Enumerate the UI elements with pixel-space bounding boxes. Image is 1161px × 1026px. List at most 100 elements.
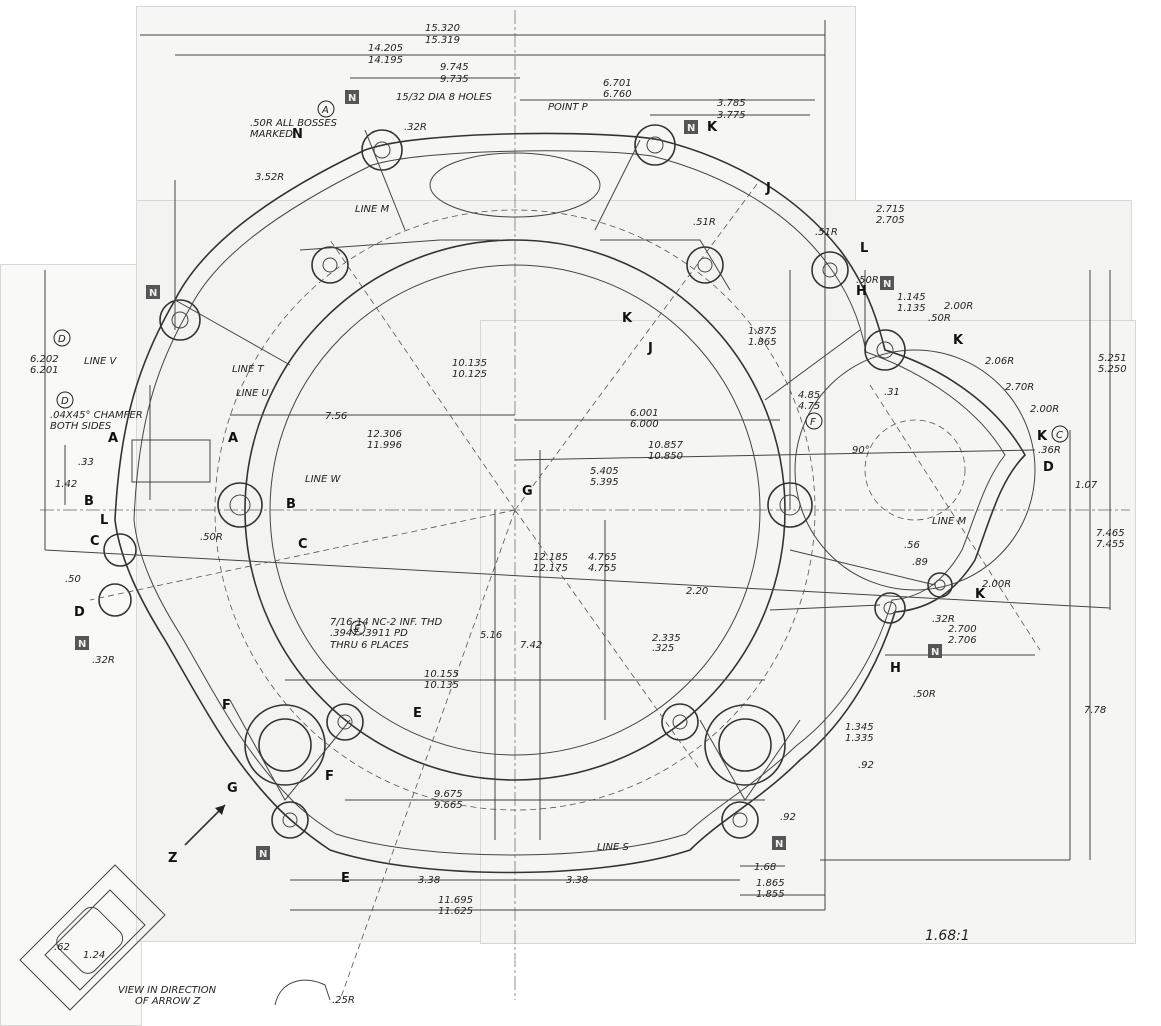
housing-inner-outline <box>133 150 1006 856</box>
line-t: LINE T <box>232 364 264 375</box>
dim-9675-top: 9.675 <box>434 789 463 800</box>
circ-d-text: D <box>58 334 66 345</box>
tag-n-8: N <box>775 839 783 850</box>
dim-11695-top: 11.695 <box>438 895 473 906</box>
note-thread: 7/16-14 NC-2 INF. THD <box>330 617 442 628</box>
dim-6001-top: 6.001 <box>630 408 659 419</box>
ref-b-right: B <box>286 497 296 512</box>
dim-dia1-top: 10.135 <box>452 358 487 369</box>
ref-b-left: B <box>84 494 94 509</box>
arrow-z-head <box>215 805 225 815</box>
radius-25: .25R <box>332 995 355 1006</box>
dim-1145-bottom: 1.135 <box>897 303 926 314</box>
dim-1345-top: 1.345 <box>845 722 874 733</box>
dim-dia2-top: 12.306 <box>367 429 402 440</box>
ref-d-left: D <box>74 605 85 620</box>
radius-51-b: .51R <box>815 227 838 238</box>
ref-z: Z <box>168 851 177 866</box>
note-view-2: OF ARROW Z <box>135 996 201 1007</box>
dim-7465-bottom: 7.455 <box>1096 539 1125 550</box>
note-chamfer-2: BOTH SIDES <box>50 421 112 432</box>
note-scale: 1.68:1 <box>925 928 970 944</box>
dim-overall-bottom: 15.319 <box>425 35 460 46</box>
dim-756: 7.56 <box>325 411 347 422</box>
note-bosses-2: MARKED <box>250 129 293 140</box>
circ-f-text: F <box>810 417 816 428</box>
note-thread-3: THRU 6 PLACES <box>330 640 409 651</box>
ref-k-right-3: K <box>975 587 986 602</box>
dim-dia1-bottom: 10.125 <box>452 369 487 380</box>
dim-778: 7.78 <box>1084 705 1106 716</box>
line-m-top: LINE M <box>355 204 389 215</box>
dim-338-a: 3.38 <box>418 875 440 886</box>
dim-5251-bottom: 5.250 <box>1098 364 1127 375</box>
dim-1345-bottom: 1.335 <box>845 733 874 744</box>
dim-12185-bottom: 12.175 <box>533 563 568 574</box>
dim-overall-top: 15.320 <box>425 23 460 34</box>
circ-e-text: E <box>354 624 361 635</box>
dim-142: 1.42 <box>55 479 77 490</box>
radius-206: 2.06R <box>985 356 1014 367</box>
ref-g: G <box>522 484 533 499</box>
dim-7465-top: 7.465 <box>1096 528 1125 539</box>
radius-270: 2.70R <box>1005 382 1034 393</box>
dim-width4-bottom: 6.760 <box>603 89 632 100</box>
dim-2335-top: 2.335 <box>652 633 681 644</box>
radius-200-a: 2.00R <box>944 301 973 312</box>
main-bore-outer <box>244 239 786 781</box>
radius-352: 3.52R <box>255 172 284 183</box>
ref-j-mid: J <box>647 341 653 356</box>
radius-200-c: 2.00R <box>982 579 1011 590</box>
ref-h-top: H <box>856 284 867 299</box>
ref-e-bottom: E <box>341 871 350 886</box>
circ-a-text: A <box>321 105 329 116</box>
note-bosses: .50R ALL BOSSES <box>250 118 338 129</box>
ref-a-left: A <box>108 431 118 446</box>
dim-89: .89 <box>912 557 928 568</box>
dim-5251-top: 5.251 <box>1098 353 1127 364</box>
ref-e-top: E <box>413 706 422 721</box>
dim-90: 90° <box>852 445 870 456</box>
dim-11625-bottom: 11.625 <box>438 906 473 917</box>
dim-485-bottom: 4.75 <box>798 401 820 412</box>
note-chamfer: .04X45° CHAMFER <box>50 410 143 421</box>
dim-width2-bottom: 14.195 <box>368 55 403 66</box>
dim-92-b: .92 <box>780 812 796 823</box>
ref-c-left: C <box>90 534 100 549</box>
dim-width3-top: 9.745 <box>440 62 469 73</box>
dim-338-b: 3.38 <box>566 875 588 886</box>
dim-168: 1.68 <box>754 862 776 873</box>
bosses <box>98 124 953 839</box>
radius-50-left: .50R <box>200 532 223 543</box>
tag-n-3: N <box>149 288 157 299</box>
radius-25-arc <box>274 979 331 1006</box>
radius-50-bottom-right: .50R <box>913 689 936 700</box>
dim-4765-bottom: 4.755 <box>588 563 617 574</box>
ref-h-bottom: H <box>890 661 901 676</box>
dim-5405-bottom: 5.395 <box>590 477 619 488</box>
arrow-z <box>184 804 226 846</box>
housing-outline <box>114 132 1026 874</box>
dimension-lines <box>44 20 1111 1001</box>
line-w: LINE W <box>305 474 341 485</box>
dim-right-top-a: 2.715 <box>876 204 905 215</box>
ref-f-top: F <box>222 698 231 713</box>
dim-width2-top: 14.205 <box>368 43 403 54</box>
dim-dia2-bottom: 11.996 <box>367 440 402 451</box>
tag-n-4: N <box>883 279 891 290</box>
radius-50-right: .50R <box>928 313 951 324</box>
dim-31: .31 <box>884 387 900 398</box>
radius-200-b: 2.00R <box>1030 404 1059 415</box>
dim-33: .33 <box>78 457 94 468</box>
tag-n-1: N <box>348 93 356 104</box>
n-tags <box>75 90 942 860</box>
ref-k-top: K <box>707 120 718 135</box>
ref-k-right-1: K <box>953 333 964 348</box>
dim-dia3-top: 10.857 <box>648 440 684 451</box>
radius-36: .36R <box>1038 445 1061 456</box>
tag-n-5: N <box>78 639 86 650</box>
dim-10155-top: 10.155 <box>424 669 459 680</box>
circ-c-text: C <box>1056 430 1063 441</box>
circ-d-text-2: D <box>61 396 69 407</box>
